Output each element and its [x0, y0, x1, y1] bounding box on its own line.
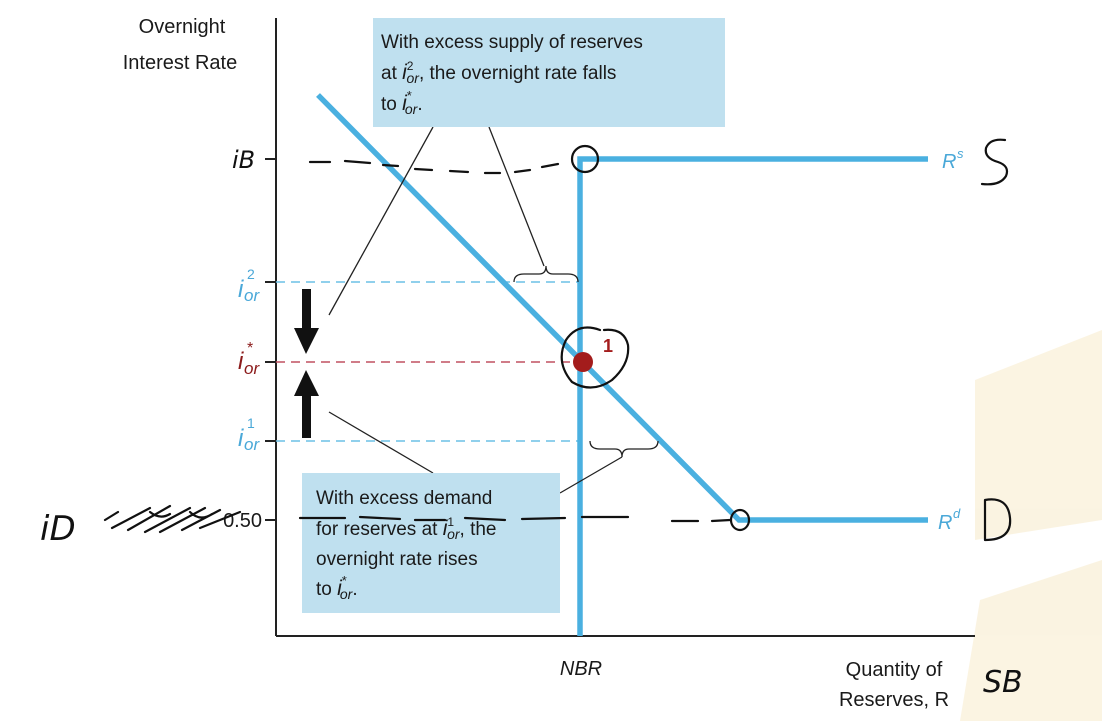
svg-text:SB: SB: [983, 665, 1023, 700]
handwritten-ib: iB: [232, 146, 255, 174]
hand-d-letter: [983, 498, 1012, 542]
svg-text:With excess demand: With excess demand: [316, 488, 492, 509]
leader-bottom-left: [328, 411, 434, 474]
label-0-50: 0.50: [223, 510, 262, 532]
label-i-or-1: i 1 or: [238, 415, 260, 454]
svg-text:s: s: [957, 146, 964, 161]
background-watermark: [960, 330, 1102, 721]
svg-text:i: i: [238, 425, 244, 452]
svg-text:d: d: [953, 506, 961, 521]
down-arrow: [294, 289, 319, 354]
x-axis-title-line1: Quantity of: [846, 659, 943, 681]
svg-text:or: or: [244, 435, 260, 454]
svg-text:2: 2: [247, 266, 255, 282]
demand-curve: [316, 93, 928, 523]
svg-text:With excess supply of reserves: With excess supply of reserves: [381, 32, 643, 53]
handwritten-sb: SB: [983, 665, 1023, 700]
leader-top-right: [488, 126, 545, 267]
svg-text:i: i: [238, 348, 244, 375]
svg-text:to i*or.: to i*or.: [381, 88, 423, 117]
svg-text:Reserves, R: Reserves, R: [839, 689, 949, 711]
svg-text:or: or: [244, 359, 260, 378]
label-nbr: NBR: [560, 658, 602, 680]
y-axis-title-line1: Overnight: [139, 16, 226, 38]
equilibrium-point: [573, 352, 593, 372]
y-axis-title-line2: Interest Rate: [123, 52, 238, 74]
x-axis-title-line2: Reserves, R: [839, 689, 949, 711]
hand-dash-050: [298, 515, 732, 523]
brace-top: [513, 265, 579, 283]
svg-text:iB: iB: [232, 146, 255, 174]
equilibrium-label: 1: [603, 336, 613, 356]
up-arrow: [294, 370, 319, 438]
label-supply-curve: R s: [942, 146, 964, 173]
handwritten-id: iD: [40, 509, 76, 549]
svg-text:*: *: [247, 340, 253, 357]
hand-dash-ib: [308, 159, 560, 175]
svg-text:1: 1: [247, 415, 255, 431]
hand-circle-equilibrium: [560, 326, 630, 389]
hand-circle-supply-corner: [570, 144, 600, 174]
brace-bottom: [589, 440, 659, 458]
hand-s-letter: [980, 138, 1009, 186]
hand-circle-demand-kink: [729, 508, 751, 532]
leader-bottom-right: [559, 456, 623, 494]
leader-top-left: [328, 126, 434, 316]
svg-text:R: R: [942, 151, 956, 173]
svg-text:i: i: [238, 276, 244, 303]
svg-text:overnight rate rises: overnight rate rises: [316, 549, 478, 570]
supply-curve: [577, 156, 928, 636]
label-i-or-2: i 2 or: [238, 266, 260, 305]
svg-text:R: R: [938, 512, 952, 534]
label-demand-curve: R d: [938, 506, 961, 534]
svg-text:iD: iD: [40, 509, 76, 549]
svg-text:to i*or.: to i*or.: [316, 573, 358, 602]
svg-text:or: or: [244, 286, 260, 305]
hand-scribble: [103, 504, 242, 534]
label-i-or-star: i * or: [238, 340, 260, 378]
